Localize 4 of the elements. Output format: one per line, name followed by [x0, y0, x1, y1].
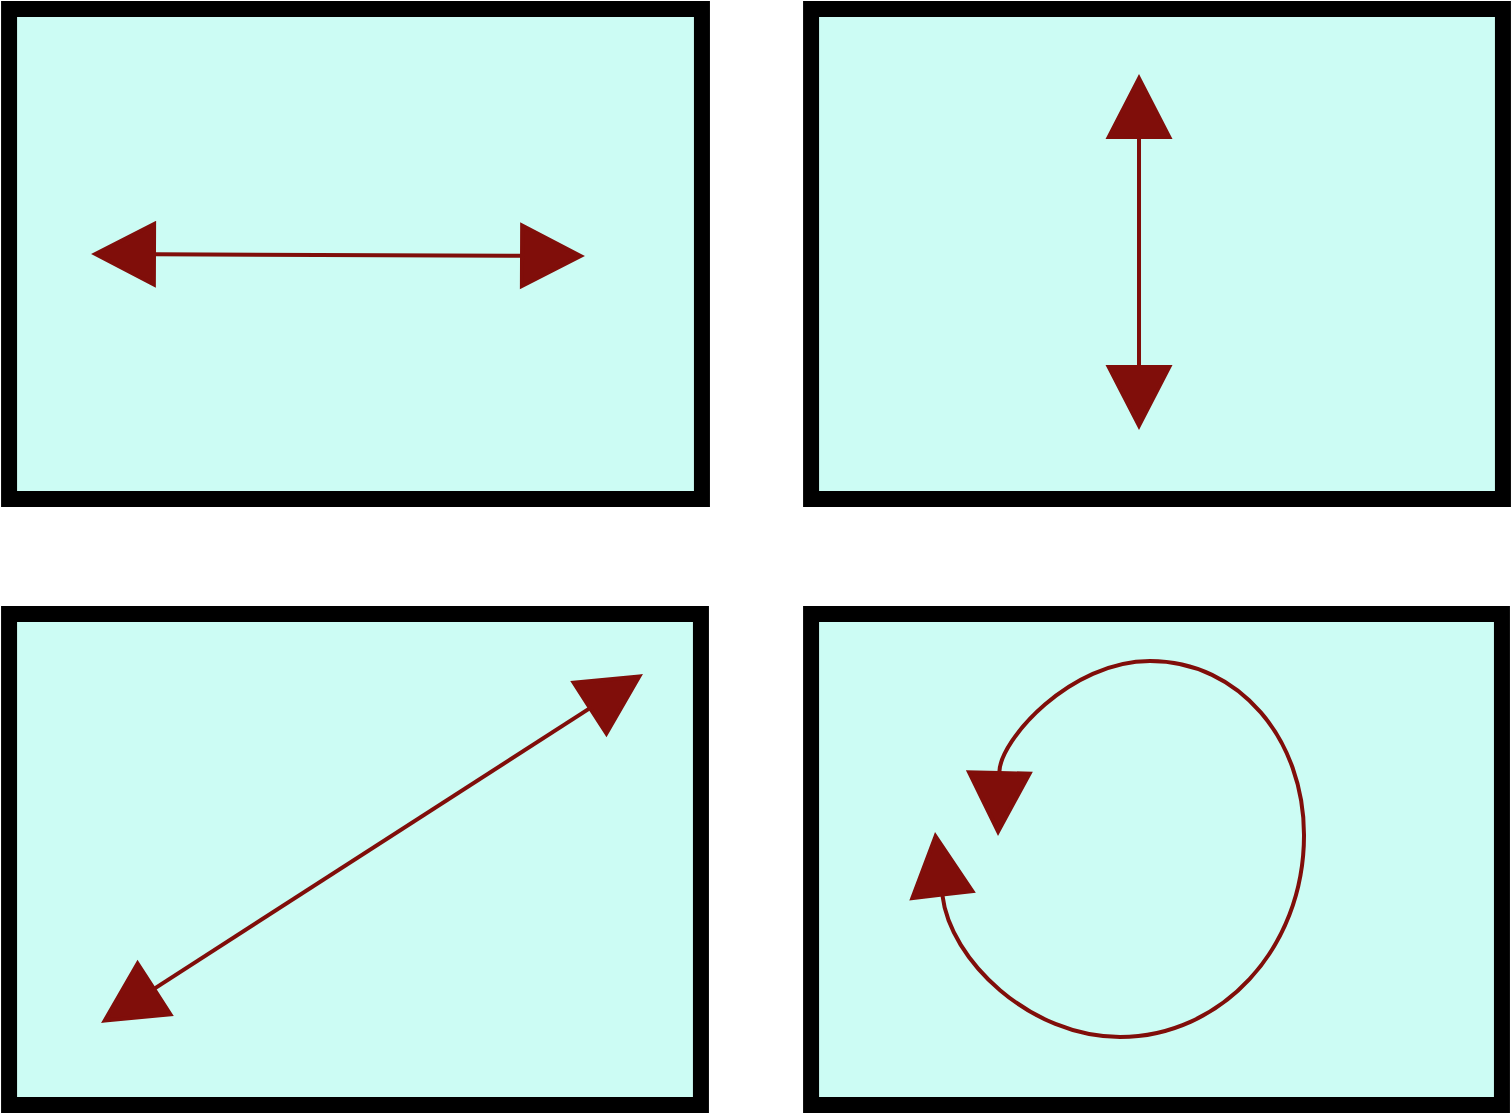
panel-box	[803, 606, 1510, 1113]
panel-box	[1, 1, 710, 507]
panel-box	[1, 606, 709, 1113]
panel-box	[803, 1, 1511, 507]
